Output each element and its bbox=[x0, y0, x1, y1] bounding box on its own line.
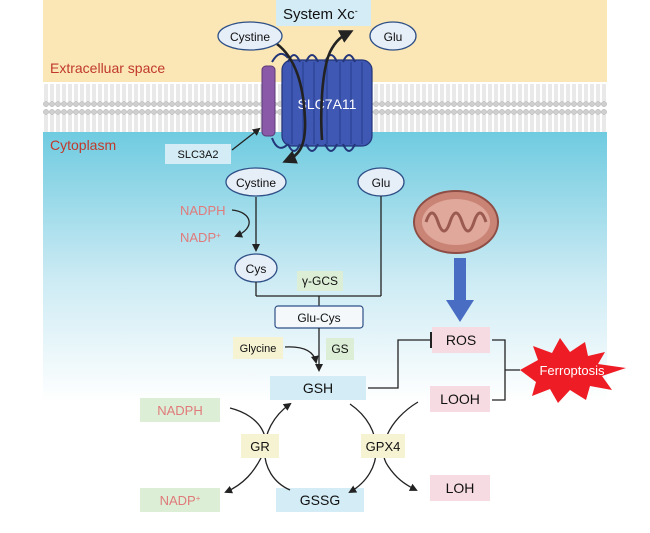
gs-label: GS bbox=[331, 342, 348, 356]
nadp-top-label: NADP+ bbox=[180, 230, 221, 245]
extracellular-label: Extracelluar space bbox=[50, 60, 165, 76]
gsh-box bbox=[270, 376, 366, 400]
gamma-gcs-box bbox=[297, 271, 343, 291]
slc7a11-label: SLC7A11 bbox=[298, 96, 357, 112]
ferroptosis-label: Ferroptosis bbox=[539, 363, 605, 378]
glu-cys-label: Glu-Cys bbox=[297, 311, 340, 325]
cys-label: Cys bbox=[246, 262, 267, 276]
nadph-bottom-label: NADPH bbox=[157, 403, 203, 418]
gamma-gcs-label: γ-GCS bbox=[302, 274, 338, 288]
loh-label: LOH bbox=[446, 480, 475, 496]
loh-box bbox=[430, 475, 490, 501]
nadph-to-nadp-arrow bbox=[231, 209, 250, 238]
mito-to-ros-shaft bbox=[454, 258, 466, 302]
looh-box bbox=[430, 386, 490, 412]
slc3a2-label: SLC3A2 bbox=[178, 149, 219, 161]
nadph-bottom-box bbox=[140, 398, 220, 422]
looh-to-loh-arrow bbox=[382, 401, 419, 491]
gpx4-label: GPX4 bbox=[366, 439, 401, 454]
nadp-bottom-box bbox=[140, 488, 220, 512]
glu-extracellular-oval bbox=[369, 21, 417, 51]
nadp-bottom-label: NADP+ bbox=[160, 493, 201, 508]
system-xc-box bbox=[276, 0, 371, 26]
slc3a2-arrow bbox=[231, 127, 261, 151]
mitochondrion-icon bbox=[413, 190, 499, 254]
gs-box bbox=[326, 338, 354, 360]
cytoplasm-region bbox=[43, 132, 607, 402]
glycine-label: Glycine bbox=[240, 343, 277, 355]
slc3a2-box bbox=[165, 144, 231, 164]
glu-export-arrow bbox=[319, 30, 354, 141]
cystine-intracellular-oval bbox=[225, 167, 287, 197]
ros-looh-bracket bbox=[492, 339, 520, 401]
looh-label: LOOH bbox=[440, 391, 480, 407]
cystine-extracellular-oval bbox=[217, 21, 283, 51]
glycine-box bbox=[233, 337, 283, 359]
glu-intracellular-label: Glu bbox=[372, 176, 391, 190]
slc3a2-helix bbox=[261, 65, 276, 137]
mito-to-ros-arrowhead bbox=[446, 300, 474, 322]
nadph-top-label: NADPH bbox=[180, 203, 226, 218]
gpx4-box bbox=[361, 434, 405, 458]
ros-label: ROS bbox=[446, 332, 476, 348]
gssg-label: GSSG bbox=[300, 492, 340, 508]
gr-box bbox=[241, 434, 279, 458]
system-xc-label: System Xc- bbox=[283, 6, 358, 23]
cystine-extracellular-label: Cystine bbox=[230, 30, 270, 44]
gsh-label: GSH bbox=[303, 380, 333, 396]
ros-box bbox=[432, 327, 490, 353]
cystine-import-arrow bbox=[276, 42, 307, 164]
gr-label: GR bbox=[250, 439, 270, 454]
cystine-intracellular-label: Cystine bbox=[236, 176, 276, 190]
glu-extracellular-label: Glu bbox=[384, 30, 403, 44]
cytoplasm-label: Cytoplasm bbox=[50, 137, 116, 153]
ferroptosis-burst-icon bbox=[520, 338, 626, 403]
glycine-arrow bbox=[284, 346, 319, 364]
gsh-inhibits-ros-line bbox=[368, 339, 430, 389]
